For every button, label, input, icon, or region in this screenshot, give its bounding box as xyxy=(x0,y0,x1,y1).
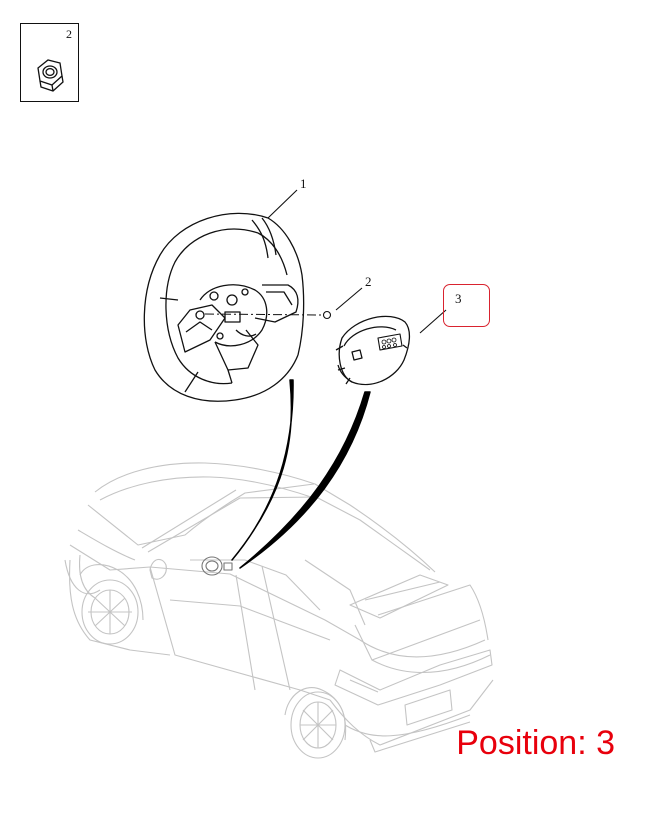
axis-center-line xyxy=(204,313,323,316)
callout-number-2: 2 xyxy=(365,274,372,289)
callout-number-1: 1 xyxy=(300,176,307,191)
position-label: Position: 3 xyxy=(456,724,615,762)
inset-part-box: 2 xyxy=(20,23,79,102)
hex-nut-icon xyxy=(37,59,64,92)
callout-leader-1 xyxy=(267,189,298,219)
nut-marker xyxy=(322,310,332,320)
leader-curve-airbag xyxy=(239,391,371,569)
selected-callout-highlight xyxy=(443,284,490,327)
callout-leader-3 xyxy=(419,309,447,334)
car-body-outline xyxy=(64,462,494,759)
callout-leader-2 xyxy=(335,287,363,311)
airbag-module-drawing xyxy=(335,315,411,386)
inset-part-number: 2 xyxy=(66,27,72,41)
leader-curve-steering-wheel xyxy=(231,379,294,561)
steering-wheel-drawing xyxy=(143,212,305,402)
callout-number-3[interactable]: 3 xyxy=(455,291,462,306)
